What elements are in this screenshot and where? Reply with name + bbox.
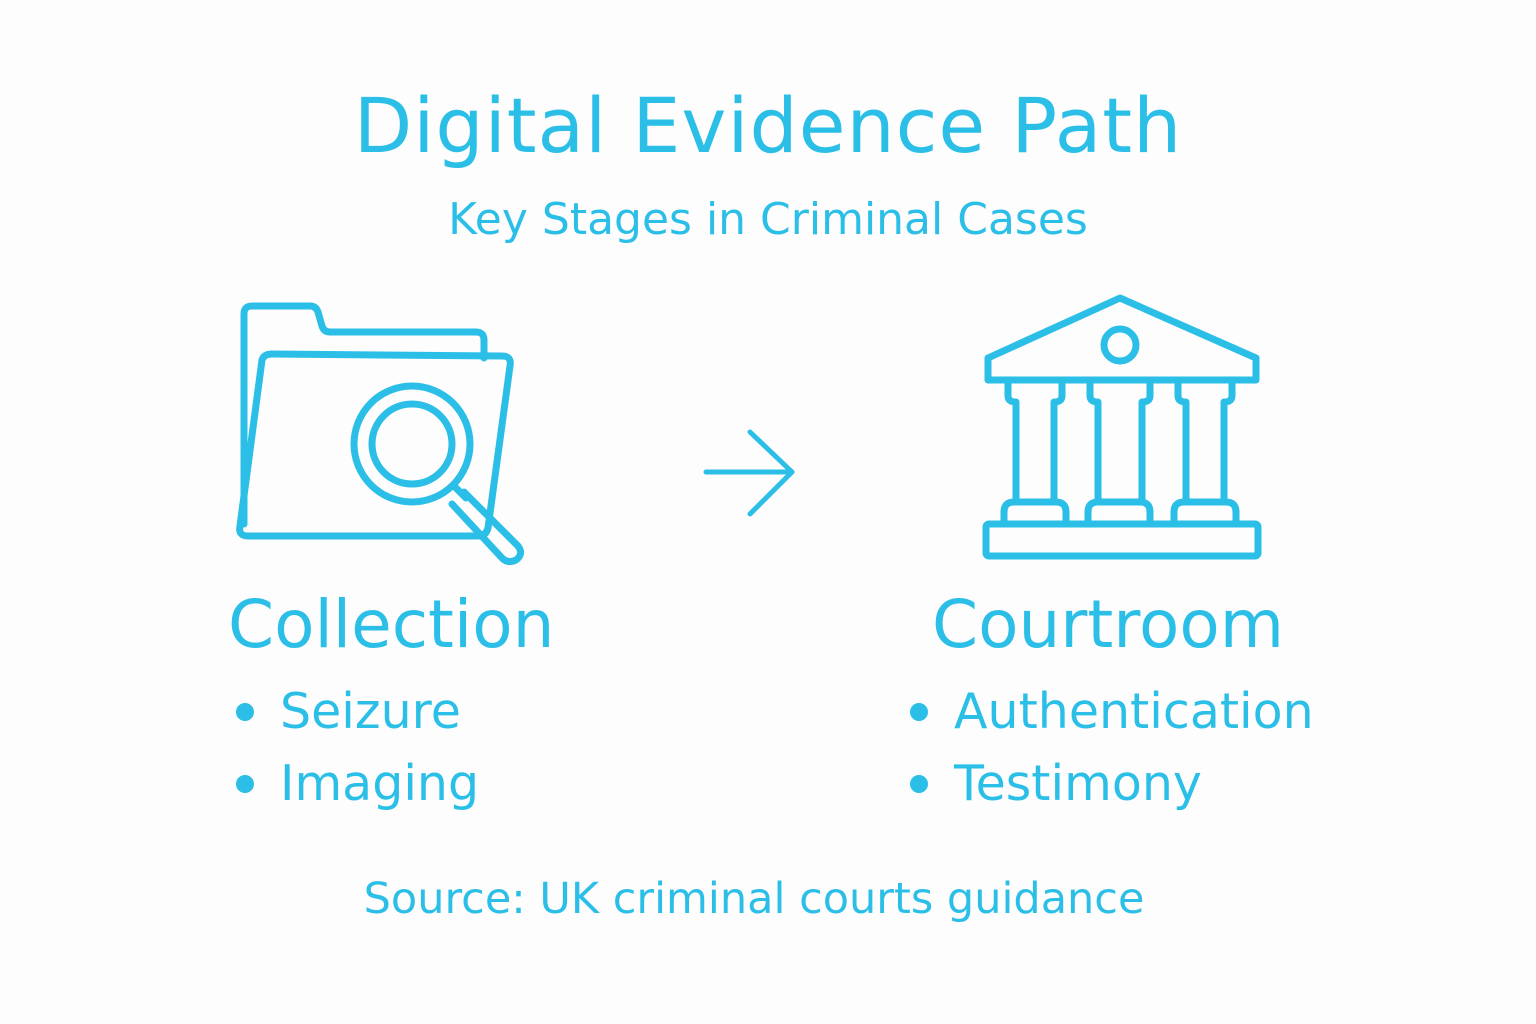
page-title: Digital Evidence Path [353,81,1183,170]
right-arrow-icon [698,424,802,522]
bullet-icon [910,703,928,721]
bullet-icon [236,703,254,721]
list-item-label: Imaging [280,755,480,812]
list-item-label: Testimony [954,755,1202,812]
list-item-label: Authentication [954,683,1314,740]
stage-label-courtroom: Courtroom [932,586,1285,663]
collection-list: Seizure Imaging [234,686,479,830]
stage-label-collection: Collection [228,586,555,663]
list-item: Seizure [234,686,479,758]
courthouse-icon [978,290,1268,562]
list-item: Testimony [908,758,1314,830]
list-item-label: Seizure [280,683,461,740]
bullet-icon [236,775,254,793]
bullet-icon [910,775,928,793]
folder-magnifier-icon [226,296,536,566]
list-item: Imaging [234,758,479,830]
list-item: Authentication [908,686,1314,758]
page-subtitle: Key Stages in Criminal Cases [448,194,1088,245]
courtroom-list: Authentication Testimony [908,686,1314,830]
source-note: Source: UK criminal courts guidance [363,874,1145,924]
